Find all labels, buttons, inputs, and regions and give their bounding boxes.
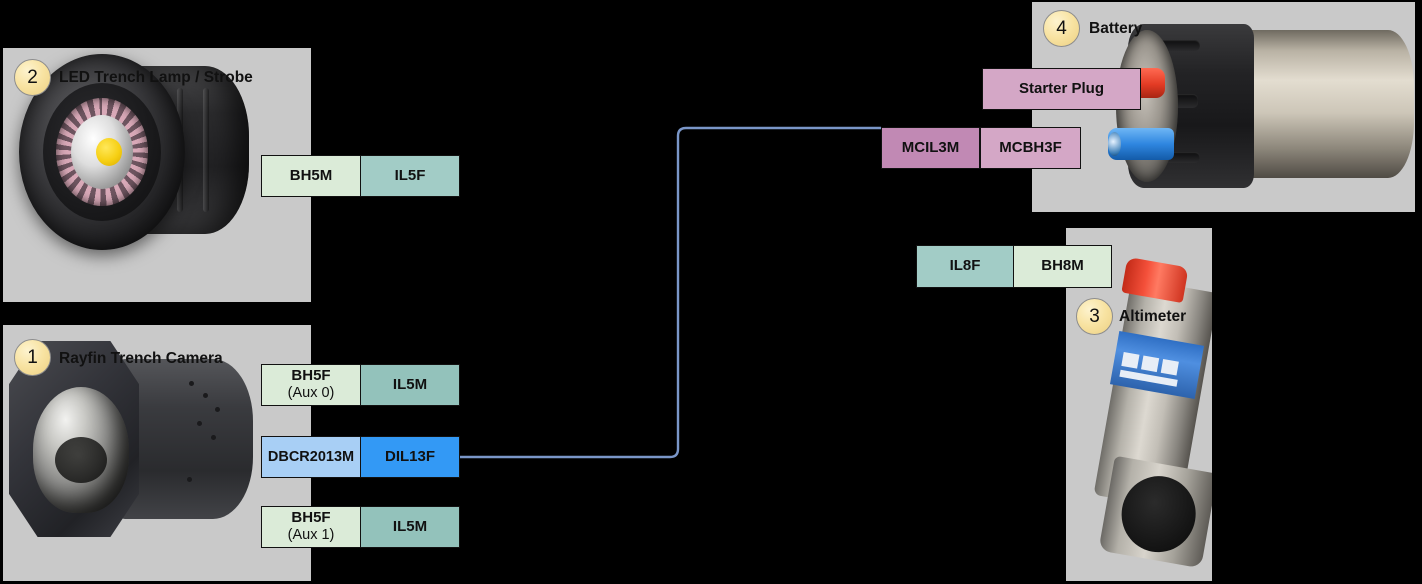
camera-dome-lens (33, 387, 129, 513)
device-panel-led-trench-lamp (3, 48, 311, 302)
connector-chip-il8f[interactable]: IL8F (916, 245, 1014, 288)
connector-chip-dbcr2013m[interactable]: DBCR2013M (261, 436, 361, 478)
device-badge-3: 3 (1076, 298, 1113, 335)
device-title-rayfin-trench-camera: Rayfin Trench Camera (59, 350, 223, 367)
connector-label: MCIL3M (901, 138, 960, 156)
led-trench-lamp-photo (3, 48, 311, 302)
connector-chip-mcil3m[interactable]: MCIL3M (881, 127, 980, 169)
connector-chip-il5f[interactable]: IL5F (360, 155, 460, 197)
device-title-battery: Battery (1089, 20, 1143, 37)
connector-label: BH5M (289, 166, 333, 184)
lamp-led-emitter (95, 138, 122, 166)
connector-label: MCBH3F (999, 138, 1062, 156)
connector-label: IL5M (392, 517, 428, 535)
camera-to-battery-cable (460, 126, 881, 459)
connector-label: Starter Plug (1018, 79, 1105, 97)
connector-chip-dil13f[interactable]: DIL13F (360, 436, 460, 478)
connector-label: IL5F (394, 166, 426, 184)
connector-label: DBCR2013M (267, 448, 355, 465)
connector-chip-bh5f-aux1[interactable]: BH5F (Aux 1) (261, 506, 361, 548)
device-title-altimeter: Altimeter (1119, 308, 1187, 325)
connector-sublabel: (Aux 1) (287, 527, 335, 544)
connector-label: IL8F (949, 257, 981, 275)
connector-label: BH8M (1041, 257, 1084, 275)
altimeter-transducer-head (1098, 455, 1212, 569)
device-badge-4: 4 (1043, 10, 1080, 47)
connector-chip-il5m-aux0[interactable]: IL5M (360, 364, 460, 406)
connector-chip-bh5m[interactable]: BH5M (261, 155, 361, 197)
connector-label: BH5F (291, 367, 331, 385)
battery-photo (1032, 2, 1415, 212)
device-badge-2: 2 (14, 59, 51, 96)
connector-chip-bh5f-aux0[interactable]: BH5F (Aux 0) (261, 364, 361, 406)
device-title-led-trench-lamp: LED Trench Lamp / Strobe (59, 69, 253, 86)
device-badge-1: 1 (14, 339, 51, 376)
battery-tube (1228, 30, 1414, 178)
connector-sublabel: (Aux 0) (287, 385, 335, 402)
connector-label: DIL13F (384, 447, 435, 465)
connector-label: BH5F (291, 509, 331, 527)
connector-chip-starter-plug[interactable]: Starter Plug (982, 68, 1141, 110)
lamp-barrel (19, 54, 185, 250)
connector-label: IL5M (392, 375, 428, 393)
connector-chip-bh8m[interactable]: BH8M (1013, 245, 1112, 288)
connector-chip-il5m-aux1[interactable]: IL5M (360, 506, 460, 548)
battery-blue-plug (1108, 128, 1174, 160)
connector-chip-mcbh3f[interactable]: MCBH3F (980, 127, 1081, 169)
